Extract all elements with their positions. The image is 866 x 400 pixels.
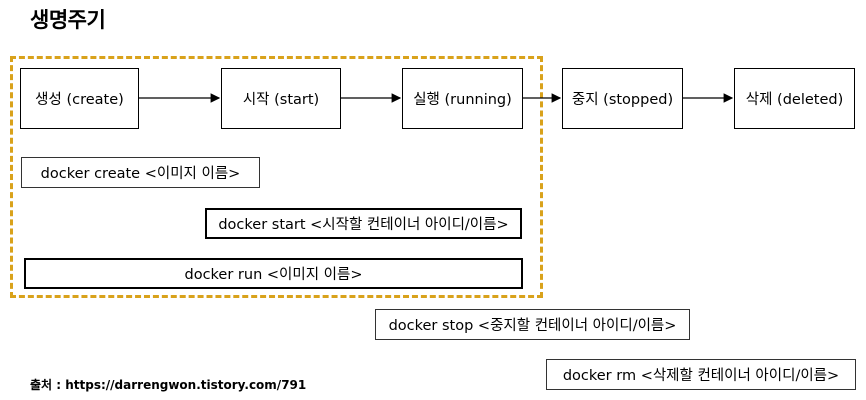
docker-run-scope-box <box>10 56 543 298</box>
command-stop-label: docker stop <중지할 컨테이너 아이디/이름> <box>388 318 677 334</box>
command-create-label: docker create <이미지 이름> <box>40 166 241 182</box>
state-start: 시작 (start) <box>221 68 341 129</box>
command-start-label: docker start <시작할 컨테이너 아이디/이름> <box>218 217 509 233</box>
state-running-label: 실행 (running) <box>413 92 512 108</box>
state-create-label: 생성 (create) <box>35 92 124 108</box>
command-run-label: docker run <이미지 이름> <box>184 267 363 283</box>
state-create: 생성 (create) <box>20 68 139 129</box>
state-deleted: 삭제 (deleted) <box>734 68 855 129</box>
state-stopped-label: 중지 (stopped) <box>571 92 674 108</box>
command-start: docker start <시작할 컨테이너 아이디/이름> <box>205 208 522 239</box>
state-deleted-label: 삭제 (deleted) <box>745 92 844 108</box>
state-start-label: 시작 (start) <box>242 92 320 108</box>
page-title: 생명주기 <box>30 8 106 32</box>
source-credit: 출처 : https://darrengwon.tistory.com/791 <box>30 378 307 392</box>
command-run: docker run <이미지 이름> <box>24 258 523 289</box>
command-create: docker create <이미지 이름> <box>21 157 260 188</box>
state-stopped: 중지 (stopped) <box>562 68 683 129</box>
command-rm: docker rm <삭제할 컨테이너 아이디/이름> <box>546 359 856 390</box>
command-rm-label: docker rm <삭제할 컨테이너 아이디/이름> <box>562 368 840 384</box>
state-running: 실행 (running) <box>402 68 523 129</box>
command-stop: docker stop <중지할 컨테이너 아이디/이름> <box>375 309 690 340</box>
